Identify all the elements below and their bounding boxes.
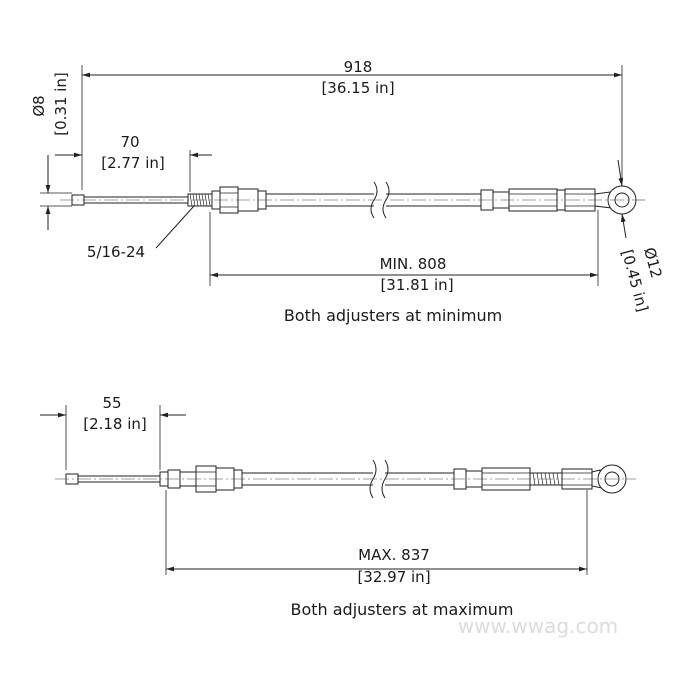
span-min-inches: [31.81 in] <box>380 276 453 294</box>
end-length-dimension: 70 [2.77 in] <box>55 133 212 172</box>
overall-length-dimension: 918 [36.15 in] <box>82 58 622 97</box>
overall-length-value: 918 <box>344 58 373 76</box>
thread-size-label: 5/16-24 <box>87 243 145 261</box>
end-length-bottom-inches: [2.18 in] <box>83 415 147 433</box>
span-dimension-min: MIN. 808 [31.81 in] <box>210 255 598 294</box>
span-dimension-max: MAX. 837 [32.97 in] <box>166 546 587 586</box>
span-min-value: MIN. 808 <box>380 255 447 273</box>
eye-diameter-dimension: Ø12 [0.45 in] <box>617 159 666 314</box>
cable-body-bottom <box>55 459 636 499</box>
end-length-bottom-value: 55 <box>102 394 121 412</box>
caption-minimum: Both adjusters at minimum <box>284 306 502 325</box>
thread-callout: 5/16-24 <box>87 205 195 261</box>
cable-diameter-value: Ø8 <box>30 95 48 116</box>
end-length-inches: [2.77 in] <box>101 154 165 172</box>
bottom-assembly: 55 [2.18 in] <box>40 394 636 619</box>
cable-body <box>60 181 645 219</box>
top-assembly: 918 [36.15 in] Ø8 [0.31 in] 70 [2.77 in] <box>30 58 666 325</box>
caption-maximum: Both adjusters at maximum <box>290 600 513 619</box>
eye-diameter-value: Ø12 <box>640 245 665 280</box>
cable-diameter-dimension: Ø8 [0.31 in] <box>30 72 70 230</box>
end-length-dimension-bottom: 55 [2.18 in] <box>40 394 186 433</box>
cable-diameter-inches: [0.31 in] <box>52 72 70 136</box>
watermark-text: www.wwag.com <box>458 614 618 638</box>
end-length-value: 70 <box>120 133 139 151</box>
span-max-inches: [32.97 in] <box>357 568 430 586</box>
overall-length-inches: [36.15 in] <box>321 79 394 97</box>
span-max-value: MAX. 837 <box>358 546 430 564</box>
